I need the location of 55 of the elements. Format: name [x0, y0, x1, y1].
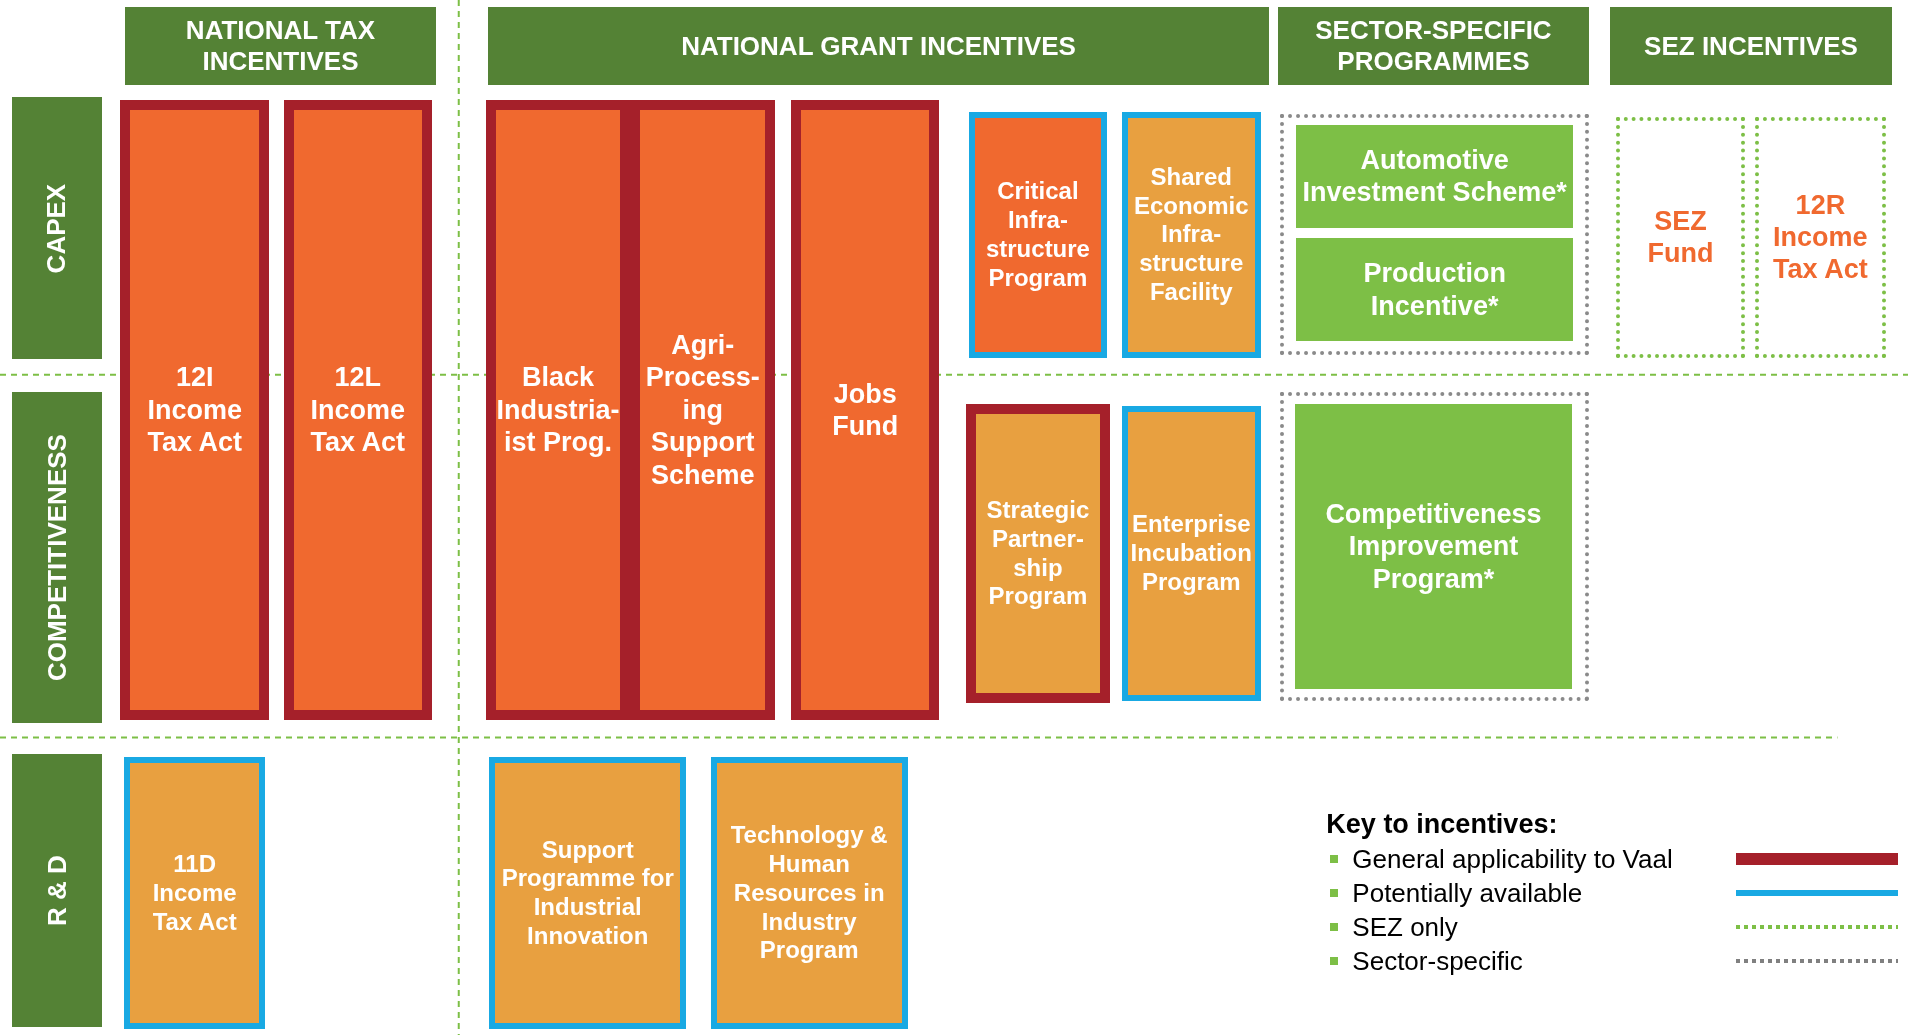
header-label: SECTOR-SPECIFIC PROGRAMMES: [1314, 15, 1553, 78]
legend-text: General applicability to Vaal: [1352, 843, 1674, 875]
node-label: Critical Infra- structure Program: [984, 177, 1091, 293]
column-header: [1277, 7, 1590, 86]
row-header: [12, 391, 103, 723]
incentive-box: [124, 756, 266, 1030]
incentive-box: [790, 99, 940, 721]
column-header: [487, 7, 1270, 86]
row-label: CAPEX: [41, 183, 73, 273]
column-header: [1609, 7, 1893, 86]
legend-text: SEZ only: [1352, 911, 1459, 943]
column-header: [125, 7, 436, 86]
incentive-box: [966, 404, 1110, 704]
row-label: COMPETITIVENESS: [41, 433, 73, 681]
node-label: 12I Income Tax Act: [146, 361, 243, 459]
row-label: R & D: [41, 855, 73, 927]
legend-text: Potentially available: [1352, 877, 1584, 909]
programme-box: [1294, 403, 1573, 689]
node-label: Support Programme for Industrial Innovation: [500, 835, 675, 951]
incentive-box: [630, 99, 776, 721]
node-label: Shared Economic Infra- structure Facility: [1132, 162, 1250, 307]
incentive-box: [1121, 406, 1261, 701]
node-label: 12R Income Tax Act: [1772, 188, 1869, 286]
incentive-box: [283, 99, 432, 721]
legend-text: Sector-specific: [1352, 945, 1524, 977]
programme-box: [1295, 238, 1574, 341]
node-label: Agri- Process- ing Support Scheme: [644, 329, 761, 492]
row-header: [12, 97, 103, 359]
programme-box: [1295, 125, 1574, 228]
node-label: Competitiveness Improvement Program*: [1324, 497, 1543, 595]
header-label: NATIONAL TAX INCENTIVES: [184, 15, 377, 78]
group-frame: [1280, 114, 1590, 356]
incentive-box: [968, 111, 1108, 358]
node-label: Enterprise Incubation Program: [1129, 510, 1253, 597]
node-label: Strategic Partner- ship Program: [985, 496, 1091, 612]
row-header: [12, 754, 103, 1027]
node-label: Automotive Investment Scheme*: [1301, 144, 1568, 209]
incentive-box: [1121, 111, 1261, 358]
group-frame: [1280, 391, 1590, 701]
node-label: SEZ Fund: [1646, 204, 1715, 270]
incentive-box: [1754, 116, 1887, 358]
node-label: 12L Income Tax Act: [309, 361, 406, 459]
incentive-box: [485, 99, 631, 721]
incentive-box: [120, 99, 269, 721]
incentive-box: [1615, 116, 1745, 358]
header-label: NATIONAL GRANT INCENTIVES: [681, 30, 1076, 62]
node-label: Technology & Human Resources in Industry Program: [729, 821, 889, 966]
node-label: 11D Income Tax Act: [151, 849, 238, 937]
legend-title: Key to incentives:: [1326, 809, 1559, 841]
node-label: Jobs Fund: [831, 377, 900, 443]
node-label: Production Incentive*: [1362, 257, 1507, 322]
header-label: SEZ INCENTIVES: [1644, 30, 1858, 62]
node-label: Black Industria- ist Prog.: [496, 361, 620, 459]
incentive-box: [710, 756, 908, 1030]
incentive-box: [489, 756, 687, 1030]
